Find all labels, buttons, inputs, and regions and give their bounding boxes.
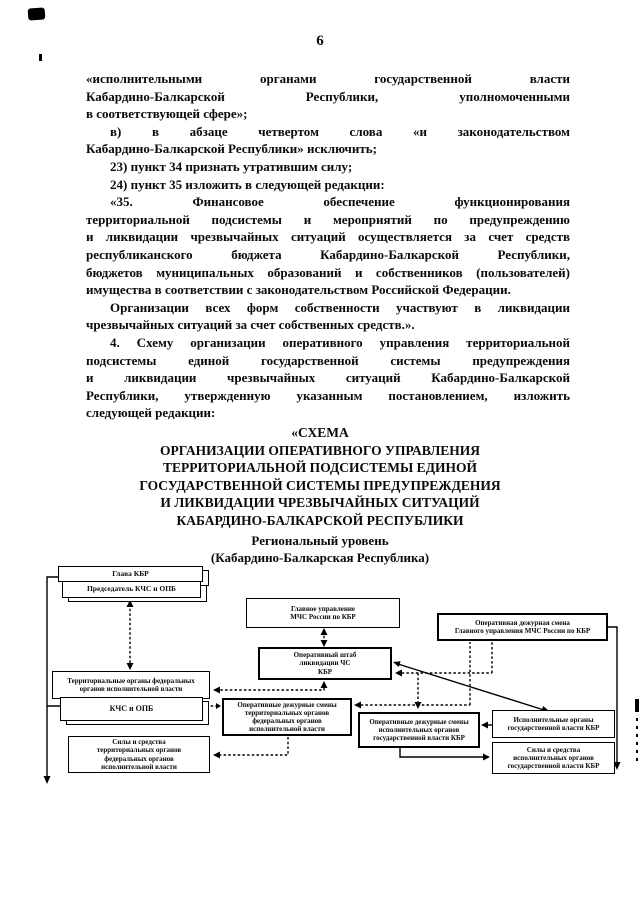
page-number: 6 xyxy=(316,33,324,49)
box-label-line: Председатель КЧС и ОПБ xyxy=(86,584,177,594)
box-label-line: Глава КБР xyxy=(112,568,149,578)
body-line: и ликвидации чрезвычайных ситуаций Кабар… xyxy=(86,370,570,386)
box-label-line: Оперативные дежурные смены xyxy=(369,717,469,726)
body-line: Организации всех форм собственности учас… xyxy=(110,299,570,315)
box-terr-organy: Территориальные органы федеральных орган… xyxy=(52,671,210,699)
scheme-heading: «СХЕМА ОРГАНИЗАЦИИ ОПЕРАТИВНОГО УПРАВЛЕН… xyxy=(0,424,640,529)
box-gu-mchs: Главное управление МЧС России по КБР xyxy=(246,598,400,628)
body-line: республиканского бюджета Кабардино-Балка… xyxy=(86,246,570,262)
scan-artifact-dash xyxy=(636,758,638,761)
heading-line: И ЛИКВИДАЦИИ ЧРЕЗВЫЧАЙНЫХ СИТУАЦИЙ xyxy=(160,495,480,510)
heading-line: ГОСУДАРСТВЕННОЙ СИСТЕМЫ ПРЕДУПРЕЖДЕНИЯ xyxy=(139,477,501,493)
subtitle-line: Региональный уровень xyxy=(251,533,389,548)
scan-artifact-dash xyxy=(636,750,638,753)
box-ods-isp: Оперативные дежурные смены исполнительны… xyxy=(358,712,480,748)
box-label-line: государственной власти КБР xyxy=(373,734,465,743)
body-line: Республики, утвержденную указанным поста… xyxy=(86,387,570,403)
box-label-line: Оперативные дежурные смены xyxy=(237,700,337,709)
subtitle-line: (Кабардино-Балкарская Республика) xyxy=(210,549,430,565)
body-line: Кабардино-Балкарской Республики, уполном… xyxy=(86,88,570,104)
box-predsedatel-kchs: Председатель КЧС и ОПБ xyxy=(62,581,201,598)
box-label-line: Исполнительные органы xyxy=(513,715,594,724)
isp-to-odsisp-arrow xyxy=(481,721,492,729)
scan-artifact-dash xyxy=(636,734,638,737)
box-label-line: исполнительной власти xyxy=(249,725,325,734)
scan-artifact-dash xyxy=(636,718,638,721)
body-text: «исполнительными органами государственно… xyxy=(86,70,570,422)
body-line: 4. Схему организации оперативного управл… xyxy=(110,334,570,350)
scan-artifact-dash xyxy=(636,742,638,745)
heading-line: КАБАРДИНО-БАЛКАРСКОЙ РЕСПУБЛИКИ xyxy=(176,512,464,528)
scan-artifact-bar xyxy=(635,699,639,712)
box-label-line: исполнительных органов xyxy=(378,725,460,734)
diagonal-shtab-isp-line xyxy=(393,661,549,712)
body-line: подсистемы единой государственной систем… xyxy=(86,352,570,368)
body-line: 23) пункт 34 признать утратившим силу; xyxy=(110,158,353,174)
box-label-line: Силы и средства xyxy=(526,745,581,754)
heading-line: ОРГАНИЗАЦИИ ОПЕРАТИВНОГО УПРАВЛЕНИЯ xyxy=(159,442,481,458)
body-line: Кабардино-Балкарской Республики» исключи… xyxy=(86,141,377,157)
scan-artifact-dash xyxy=(636,726,638,729)
box-glava-kbr: Глава КБР xyxy=(58,566,203,582)
box-ods-gu-mchs: Оперативная дежурная смена Главного упра… xyxy=(437,613,608,641)
box-label-line: КЧС и ОПБ xyxy=(109,703,154,713)
odsisp-to-silyisp-arrow xyxy=(399,748,490,761)
box-label-line: государственной власти КБР xyxy=(507,724,600,732)
body-line: в) в абзаце четвертом слова «и законодат… xyxy=(110,123,570,139)
body-line: и ликвидации чрезвычайных ситуаций осуще… xyxy=(86,229,570,245)
scan-artifact-speck xyxy=(39,54,42,61)
box-label-line: территориальных органов xyxy=(96,746,182,755)
body-line: чрезвычайных ситуаций за счет собственны… xyxy=(86,317,415,333)
box-label-line: Оперативная дежурная смена xyxy=(475,618,570,627)
diagram-subtitle: Региональный уровень (Кабардино-Балкарск… xyxy=(0,533,640,566)
box-kchs-opb: КЧС и ОПБ xyxy=(60,697,203,721)
box-label-line: государственной власти КБР xyxy=(507,762,600,771)
box-label-line: МЧС России по КБР xyxy=(290,613,356,621)
box-sily-terr: Силы и средства территориальных органов … xyxy=(68,736,210,773)
box-label-line: Территориальные органы федеральных xyxy=(67,676,195,685)
box-label-line: Силы и средства xyxy=(112,738,166,747)
body-line: бюджетов муниципальных образований и соб… xyxy=(86,264,570,280)
box-label-line: федеральных органов xyxy=(104,754,174,763)
box-label-line: КБР xyxy=(318,667,332,676)
heading-line: «СХЕМА xyxy=(291,425,349,440)
body-line: «35. Финансовое обеспечение функциониров… xyxy=(110,194,570,210)
body-line: территориальной подсистемы и мероприятий… xyxy=(86,211,570,227)
box-label-line: Главное управление xyxy=(290,604,356,613)
box-label-line: Главного управления МЧС России по КБР xyxy=(454,627,591,635)
box-label-line: ликвидации ЧС xyxy=(299,659,351,668)
body-line: в соответствующей сфере»; xyxy=(86,106,248,122)
box-label-line: Оперативный штаб xyxy=(293,651,357,660)
box-label-line: территориальных органов xyxy=(244,708,330,717)
body-line: «исполнительными органами государственно… xyxy=(86,71,570,86)
body-line: следующей редакции: xyxy=(86,405,216,421)
body-line: имущества в соответствии с законодательс… xyxy=(86,282,511,298)
box-label-line: федеральных органов xyxy=(252,717,322,725)
heading-line: ТЕРРИТОРИАЛЬНОЙ ПОДСИСТЕМЫ ЕДИНОЙ xyxy=(163,460,477,475)
box-operativny-shtab: Оперативный штаб ликвидации ЧС КБР xyxy=(258,647,392,680)
box-ods-terr: Оперативные дежурные смены территориальн… xyxy=(222,698,352,736)
box-sily-isp: Силы и средства исполнительных органов г… xyxy=(492,742,615,774)
box-isp-organy: Исполнительные органы государственной вл… xyxy=(492,710,615,738)
box-label-line: исполнительной власти xyxy=(101,762,177,771)
box-label-line: органов исполнительной власти xyxy=(79,685,183,693)
box-label-line: исполнительных органов xyxy=(513,753,594,762)
scan-artifact-blob xyxy=(27,7,46,21)
body-line: 24) пункт 35 изложить в следующей редакц… xyxy=(110,176,385,192)
